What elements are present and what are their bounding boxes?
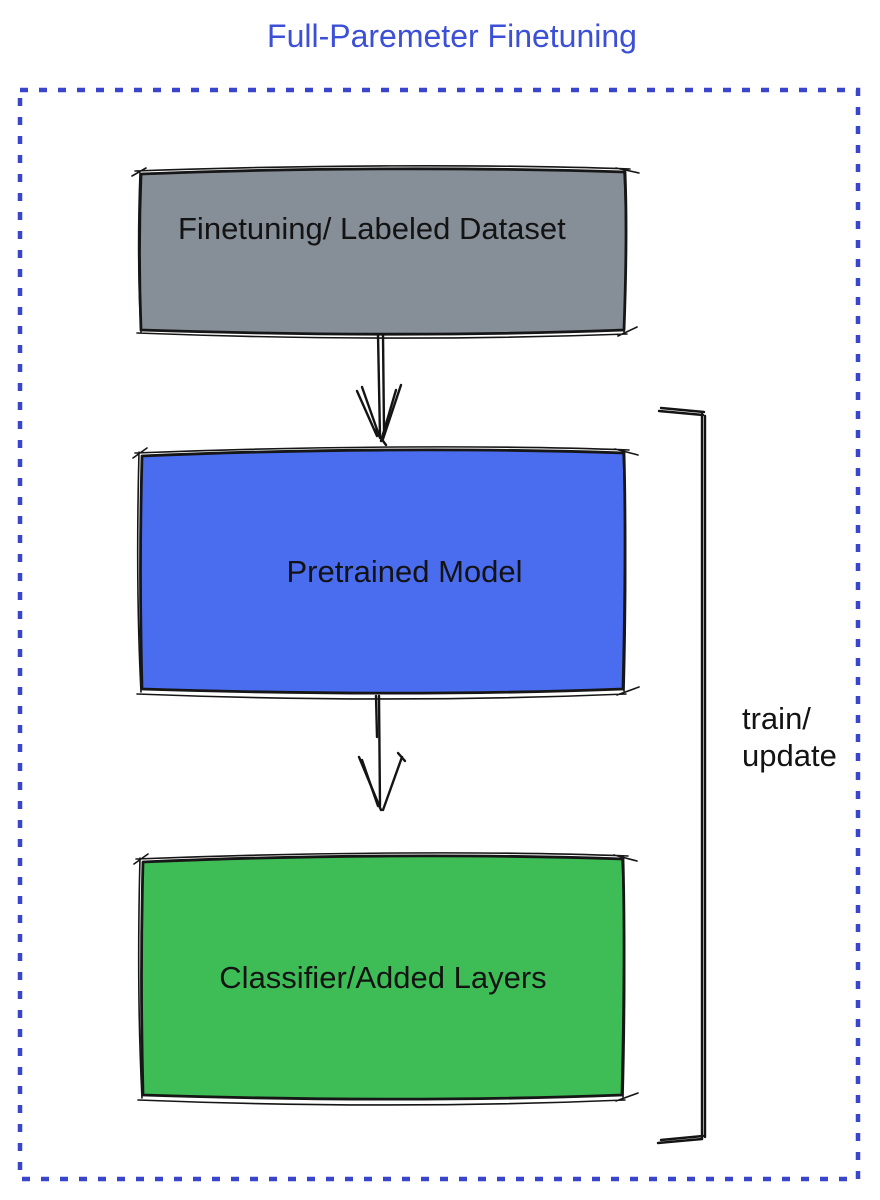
arrow-dataset-to-pretrained-icon (355, 333, 403, 447)
node-pretrained-model-label: Pretrained Model (139, 452, 626, 692)
bracket-label-line1: train/ (742, 701, 811, 736)
node-classifier-added-layers-label-text: Classifier/Added Layers (219, 960, 547, 996)
node-pretrained-model-label-text: Pretrained Model (286, 554, 523, 590)
train-update-bracket (656, 406, 707, 1145)
diagram-title: Full-Paremeter Finetuning (267, 18, 637, 54)
node-finetuning-dataset-shape (138, 167, 628, 336)
node-classifier-added-layers (133, 852, 639, 1106)
node-classifier-added-layers-shape (140, 854, 626, 1101)
node-classifier-added-layers-sketch (133, 852, 639, 1106)
node-classifier-added-layers-label: Classifier/Added Layers (140, 858, 626, 1098)
bracket-label: train/ update (742, 700, 837, 774)
bracket-label-line2: update (742, 738, 837, 773)
arrow-pretrained-to-classifier-icon (357, 694, 407, 812)
node-finetuning-dataset-sketch (131, 164, 640, 339)
dotted-boundary-box (17, 87, 861, 1182)
node-pretrained-model (132, 446, 640, 700)
node-finetuning-dataset (131, 164, 640, 339)
node-pretrained-model-shape (139, 448, 627, 695)
node-finetuning-dataset-label: Finetuning/ Labeled Dataset (178, 211, 566, 246)
